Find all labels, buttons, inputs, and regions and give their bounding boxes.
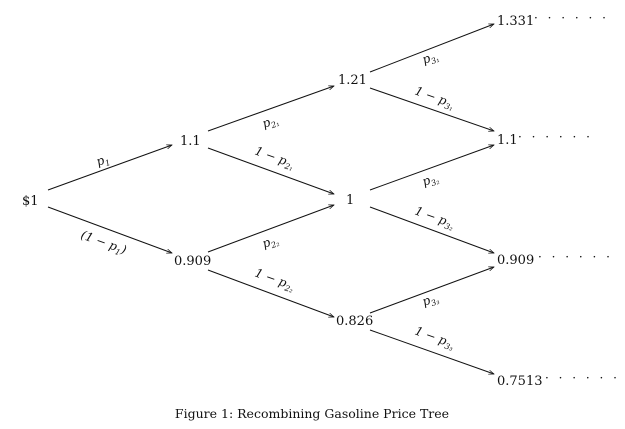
node-3-0: 1.331 — [497, 14, 534, 29]
ellipsis-dots: · · · · · · — [545, 371, 620, 385]
edge-1up-up — [207, 86, 334, 132]
edge-2down-up — [369, 266, 494, 314]
tree-edges — [47, 23, 494, 374]
edge-label-1a-up: p2₁ — [260, 112, 280, 133]
figure-caption: Figure 1: Recombining Gasoline Price Tre… — [175, 406, 449, 421]
edge-label-1b-down: 1 − p2₂ — [252, 266, 296, 295]
edge-label-2b-down: 1 − p3₂ — [412, 204, 456, 233]
edge-label-2b-up: p3₂ — [420, 170, 440, 191]
node-2-down: 0.826 — [336, 314, 373, 329]
ellipsis-dots: · · · · · · — [534, 11, 609, 25]
tree-nodes: $1 1.1 0.909 1.21 1 0.826 1.331 · · · · … — [22, 11, 620, 389]
ellipsis-dots: · · · · · · — [518, 130, 593, 144]
edge-2up-down — [369, 87, 494, 131]
node-2-up: 1.21 — [338, 73, 367, 88]
edge-1up-down — [207, 147, 334, 194]
edge-label-1a-down: 1 − p2₁ — [252, 144, 296, 173]
edge-1down-down — [207, 269, 334, 318]
edge-2down-down — [369, 329, 494, 374]
node-2-mid: 1 — [346, 193, 354, 208]
node-3-2: 0.909 — [497, 253, 534, 268]
edge-labels: p1 (1 − p1) p2₁ 1 − p2₁ p2₂ 1 − p2₂ p3₁ … — [78, 51, 456, 353]
edge-2mid-down — [369, 206, 494, 254]
node-3-3: 0.7513 — [497, 374, 543, 389]
edge-label-root-down: (1 − p1) — [78, 228, 128, 259]
edge-label-2a-down: 1 − p3₁ — [412, 84, 456, 113]
edge-2up-up — [369, 23, 494, 73]
edge-root-down — [47, 206, 172, 254]
ellipsis-dots: · · · · · · — [538, 250, 613, 264]
node-root: $1 — [22, 194, 39, 209]
edge-2mid-up — [369, 145, 494, 191]
edge-1down-up — [207, 204, 334, 253]
edge-label-2c-down: 1 − p3₃ — [412, 324, 456, 353]
node-1-up: 1.1 — [180, 134, 201, 149]
edge-label-1b-up: p2₂ — [260, 232, 280, 253]
node-3-1: 1.1 — [497, 133, 518, 148]
edge-root-up — [47, 145, 172, 191]
node-1-down: 0.909 — [174, 254, 211, 269]
